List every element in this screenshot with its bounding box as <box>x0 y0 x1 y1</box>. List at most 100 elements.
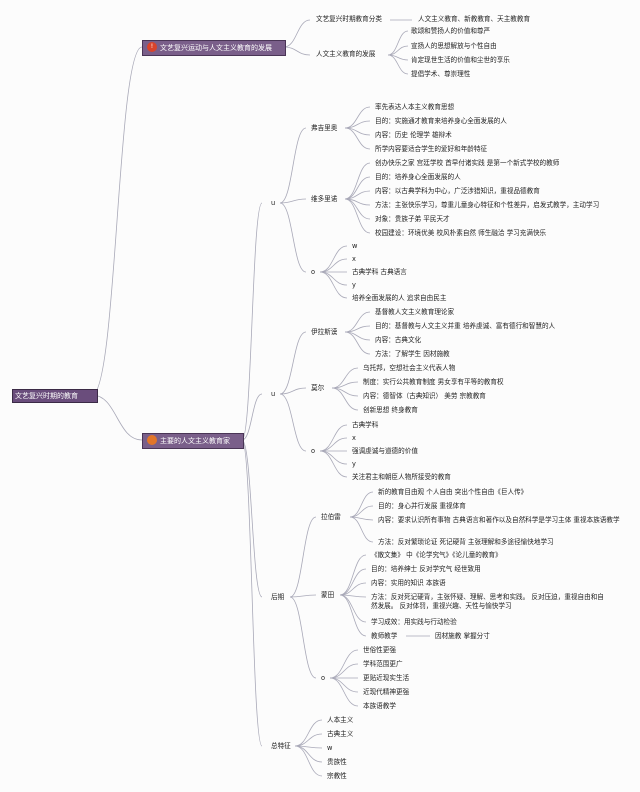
erasmus-item: 基督教人文主义教育理论家 <box>375 308 455 316</box>
development-label[interactable]: 人文主义教育的发展 <box>316 50 376 58</box>
vittorino-item: 方法：主张快乐学习，尊重儿童身心特征和个性差异，启发式教学，主动学习 <box>375 201 600 209</box>
north-overview-item: 强调虔诚与道德的价值 <box>352 447 418 455</box>
rabelais-item: 方法：反对繁琐论证 死记硬背 主张理解和多途径愉快地学习 <box>378 538 554 546</box>
circle-icon <box>147 435 157 445</box>
north-overview-item: 古典学科 <box>352 421 379 429</box>
erasmus-item: 内容：古典文化 <box>375 336 422 344</box>
more-item: 制度：实行公共教育制度 男女享有平等的教育权 <box>363 378 504 386</box>
montaigne-item: 方法：反对死记硬背，主张怀疑、理解、思考和实践。 反对压迫，重视自由和自然发展。… <box>371 593 604 610</box>
montaigne-item: 《散文集》 中《论学究气》《论儿童的教育》 <box>371 551 502 559</box>
development-item: 宣扬人的思想解放与个性自由 <box>411 42 497 50</box>
north-overview-item: 关注君主和朝臣人物所接受的教育 <box>352 473 451 481</box>
italy-connector <box>279 202 307 273</box>
classification-label[interactable]: 文艺复兴时期教育分类 <box>316 15 382 23</box>
vittorino-item: 校园建设：环境优美 校风朴素自然 师生融洽 学习充满快乐 <box>375 229 547 237</box>
vittorino-connector <box>344 162 371 200</box>
late-overview-connector <box>329 663 359 679</box>
vittorino-label[interactable]: 维多里诺 <box>311 195 338 203</box>
section-1-title: 文艺复兴运动与人文主义教育的发展 <box>160 44 272 52</box>
italy-overview-connector <box>319 271 348 286</box>
section-2-connector <box>241 393 263 441</box>
more-item: 内容：德智体（古典知识） 美劳 宗教教育 <box>363 392 486 400</box>
late-overview-item: 学科范围更广 <box>363 660 403 668</box>
italy-overview-item: w <box>352 242 358 250</box>
late-overview-item: 更贴近现实生活 <box>363 674 410 682</box>
erasmus-item: 方法：了解学生 因材施教 <box>375 350 450 358</box>
late-overview-connector <box>329 677 359 693</box>
rabelais-item: 新的教育目由观 个人自由 突出个性自由《巨人传》 <box>378 488 528 496</box>
development-connector <box>387 30 409 56</box>
montaigne-connector <box>339 554 367 596</box>
montaigne-connector <box>339 568 367 596</box>
vergerio-item: 目的：实施通才教育来培养身心全面发展的人 <box>375 117 507 125</box>
development-connector <box>387 54 409 75</box>
italy-overview-item: 古典学科 古典语言 <box>352 268 407 276</box>
section-2-connector <box>241 202 263 441</box>
root-connector <box>91 46 143 396</box>
vittorino-connector <box>344 198 371 234</box>
classification-value: 人文主义教育、新教教育、天主教教育 <box>418 15 531 23</box>
section-1-connector <box>283 19 311 48</box>
vittorino-item: 对象：贵族子弟 平民天才 <box>375 215 450 223</box>
late-overview-label[interactable]: o <box>321 674 326 682</box>
erasmus-label[interactable]: 伊拉斯谟 <box>311 328 338 336</box>
summary-connector <box>294 745 323 777</box>
montaigne-connector <box>339 594 367 637</box>
late-period-label[interactable]: 后期 <box>271 593 285 601</box>
italy-period-label[interactable]: u <box>271 199 276 207</box>
north-overview-label[interactable]: o <box>311 447 316 455</box>
rabelais-item: 目的：身心并行发展 重视体育 <box>378 502 466 510</box>
vittorino-item: 内容：以古典学科为中心，广泛涉猎知识，重视品德教育 <box>375 187 540 195</box>
north-overview-item: y <box>352 460 356 468</box>
italy-overview-connector <box>319 245 348 273</box>
summary-connector <box>294 719 323 747</box>
montaigne-connector <box>339 594 367 623</box>
italy-overview-connector <box>319 271 348 299</box>
erasmus-connector <box>344 331 371 355</box>
development-connector <box>387 45 409 56</box>
vergerio-connector <box>344 106 371 129</box>
more-item: 乌托邦，空想社会主义代表人物 <box>363 364 456 372</box>
rabelais-label[interactable]: 拉伯雷 <box>321 513 341 521</box>
montaigne-item: 内容：实用的知识 本族语 <box>371 579 446 587</box>
section-2-title: 主要的人文主义教育家 <box>160 437 230 445</box>
vittorino-item: 目的：培养身心全面发展的人 <box>375 173 461 181</box>
vergerio-label[interactable]: 弗吉里奥 <box>311 124 338 132</box>
summary-connector <box>294 745 323 763</box>
summary-label[interactable]: 总特征 <box>271 742 291 750</box>
north-period-label[interactable]: u <box>271 390 276 398</box>
late-overview-item: 近现代精神更强 <box>363 688 410 696</box>
development-item: 肯定现世生活的价值和尘世的享乐 <box>411 56 510 64</box>
summary-item: 古典主义 <box>327 730 354 738</box>
more-connector <box>331 387 359 411</box>
summary-item: w <box>327 744 333 752</box>
north-overview-connector <box>319 450 348 478</box>
section-1-node[interactable]: !文艺复兴运动与人文主义教育的发展 <box>142 40 286 56</box>
more-item: 创新思想 终身教育 <box>363 406 418 414</box>
vergerio-item: 率先表达人本主义教育思想 <box>375 103 455 111</box>
italy-overview-item: x <box>352 255 356 263</box>
root-node[interactable]: 文艺复兴时期的教育 <box>12 389 98 403</box>
late-overview-item: 世俗性更强 <box>363 646 396 654</box>
late-connector <box>289 594 317 598</box>
north-overview-connector <box>319 450 348 465</box>
exclamation-icon: ! <box>147 42 157 52</box>
late-overview-connector <box>329 649 359 679</box>
more-label[interactable]: 莫尔 <box>311 384 325 392</box>
italy-overview-label[interactable]: o <box>311 268 316 276</box>
more-connector <box>331 367 359 389</box>
north-overview-connector <box>319 424 348 452</box>
north-connector <box>279 393 307 452</box>
section-2-node[interactable]: 主要的人文主义教育家 <box>142 433 244 449</box>
north-connector <box>279 331 307 395</box>
summary-connector <box>294 733 323 747</box>
vittorino-connector <box>344 176 371 200</box>
montaigne-item: 学习成效：用实践与行动检验 <box>371 618 457 626</box>
rabelais-connector <box>349 516 374 543</box>
montaigne-label[interactable]: 蒙田 <box>321 591 335 599</box>
section-1-connector <box>283 46 311 56</box>
montaigne-teaching-label[interactable]: 教师教学 <box>371 632 398 640</box>
italy-overview-connector <box>319 258 348 273</box>
